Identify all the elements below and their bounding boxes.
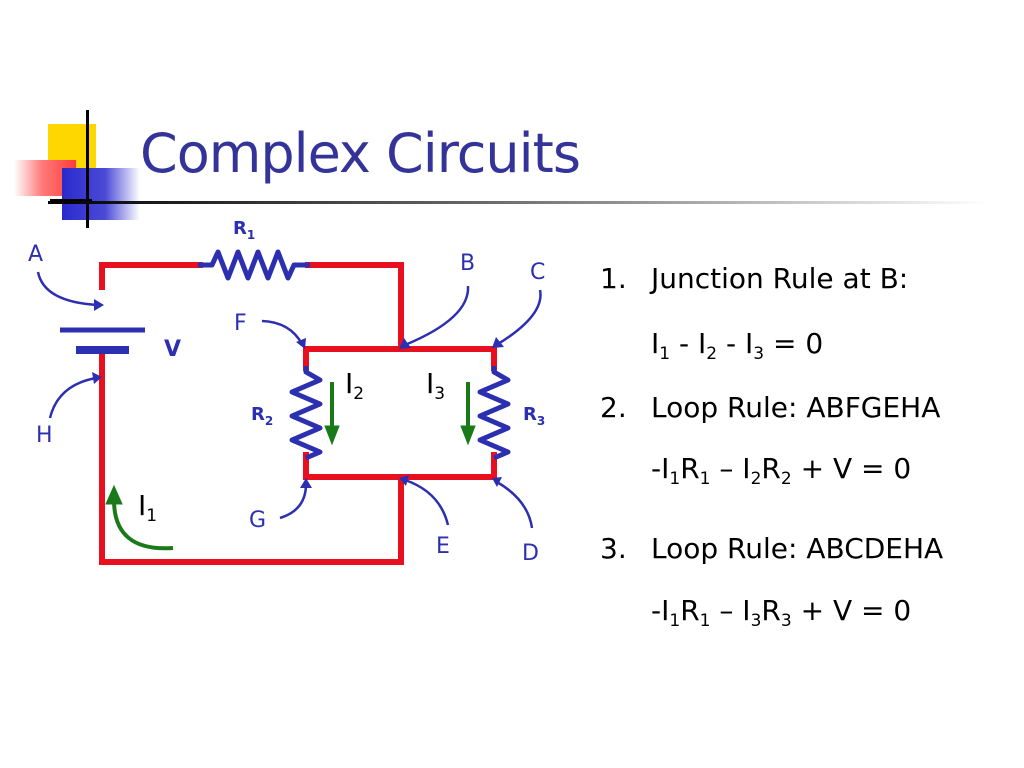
- label-i1: I1: [138, 489, 157, 526]
- rule-1-equation: I1 - I2 - I3 = 0: [651, 327, 824, 364]
- pointer-f-head: [296, 338, 306, 349]
- label-e: E: [436, 534, 450, 559]
- pointer-e-head: [399, 475, 409, 486]
- point-labels: A B C D E F G H: [28, 242, 545, 566]
- wire-inner-bottom: [303, 452, 497, 480]
- logo-vertical-line: [86, 110, 89, 228]
- pointer-f: [261, 319, 304, 345]
- pointer-a-head: [94, 299, 104, 311]
- label-r1: R1: [233, 218, 255, 242]
- rule-2-title: Loop Rule: ABFGEHA: [651, 391, 941, 424]
- point-pointers: [36, 271, 542, 529]
- pointer-h: [48, 376, 97, 419]
- battery-symbol: [60, 290, 145, 354]
- wire-bottom-loop: [99, 474, 404, 565]
- slide-title: Complex Circuits: [140, 122, 581, 185]
- pointer-c-head: [492, 337, 504, 348]
- resistor-r1: [198, 249, 310, 281]
- rule-1-number: 1.: [600, 262, 627, 295]
- current-arrows: [105, 382, 476, 551]
- label-r3: R3: [523, 404, 545, 428]
- wire-inner-top: [303, 346, 497, 371]
- arrowhead-i3: [460, 425, 476, 446]
- rule-2-equation: -I1R1 – I2R2 + V = 0: [651, 452, 912, 489]
- label-g: G: [249, 508, 266, 533]
- pointer-b: [404, 285, 470, 347]
- pointer-g-head: [300, 478, 312, 488]
- label-d: D: [522, 541, 539, 566]
- wire-top-right: [305, 262, 404, 352]
- rule-3-number: 3.: [600, 532, 627, 565]
- pointer-d-head: [492, 477, 502, 487]
- label-r2: R2: [251, 404, 273, 428]
- label-i3: I3: [426, 367, 445, 404]
- pointer-g: [279, 483, 308, 520]
- arrowhead-i1: [105, 484, 123, 505]
- pointer-c: [497, 289, 542, 346]
- pointer-d: [496, 480, 534, 529]
- rule-3-title: Loop Rule: ABCDEHA: [651, 532, 944, 565]
- label-b: B: [460, 251, 475, 276]
- label-f: F: [234, 311, 247, 336]
- label-i2: I2: [345, 367, 364, 404]
- pointer-a: [36, 271, 99, 307]
- rule-1-title: Junction Rule at B:: [651, 262, 909, 295]
- component-labels: R1 R2 R3 V: [164, 218, 545, 428]
- title-underline: [48, 201, 988, 204]
- label-h: H: [36, 423, 53, 448]
- arrowhead-i2: [324, 425, 340, 446]
- label-c: C: [530, 260, 545, 285]
- arrow-i1: [112, 499, 174, 551]
- rule-3-equation: -I1R1 – I3R3 + V = 0: [651, 594, 912, 631]
- logo-blue-square: [62, 168, 140, 220]
- logo-horizontal-line: [50, 199, 92, 202]
- label-v: V: [164, 337, 181, 362]
- rule-2-number: 2.: [600, 391, 627, 424]
- current-labels: I2 I3 I1: [138, 367, 445, 526]
- resistor-r3: [477, 366, 511, 461]
- pointer-e: [404, 478, 450, 526]
- resistor-r2: [289, 366, 323, 461]
- pointer-b-head: [399, 338, 411, 349]
- pointer-h-head: [92, 372, 102, 384]
- label-a: A: [28, 242, 43, 267]
